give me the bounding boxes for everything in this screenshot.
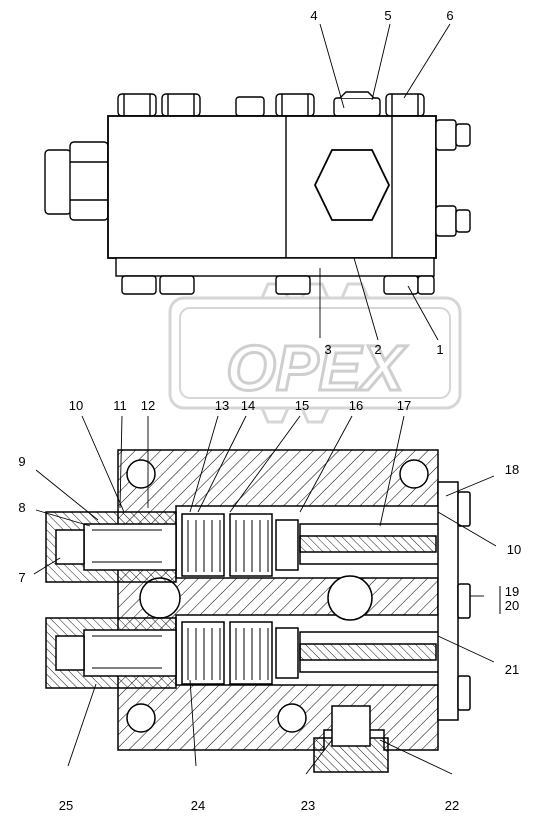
callout-3: 3: [324, 342, 331, 357]
callout-19: 19: [505, 584, 519, 599]
callout-20: 20: [505, 598, 519, 613]
callout-23: 23: [301, 798, 315, 813]
callout-18: 18: [505, 462, 519, 477]
callout-25: 25: [59, 798, 73, 813]
callout-10-right: 10: [507, 542, 521, 557]
callout-1: 1: [436, 342, 443, 357]
leader-lines: [33, 23, 497, 775]
callout-7: 7: [18, 570, 25, 585]
callout-13: 13: [215, 398, 229, 413]
callout-16: 16: [349, 398, 363, 413]
callout-8: 8: [18, 500, 25, 515]
callout-2: 2: [374, 342, 381, 357]
callout-14: 14: [241, 398, 255, 413]
callouts: 1 2 3 4 5 6 7 8 9 10 11 12 13 14 15 16 1…: [18, 8, 521, 813]
callout-17: 17: [397, 398, 411, 413]
watermark: OPEX: [168, 282, 462, 424]
callout-22: 22: [445, 798, 459, 813]
callout-10-top: 10: [69, 398, 83, 413]
callout-4: 4: [310, 8, 317, 23]
callout-24: 24: [191, 798, 205, 813]
callout-12: 12: [141, 398, 155, 413]
top-view: [44, 91, 471, 295]
callout-5: 5: [384, 8, 391, 23]
watermark-text: OPEX: [226, 332, 407, 404]
callout-15: 15: [295, 398, 309, 413]
section-view: [45, 449, 471, 773]
callout-6: 6: [446, 8, 453, 23]
callout-9: 9: [18, 454, 25, 469]
watermark-gear-icon: [168, 282, 462, 424]
callout-21: 21: [505, 662, 519, 677]
callout-11: 11: [113, 398, 127, 413]
